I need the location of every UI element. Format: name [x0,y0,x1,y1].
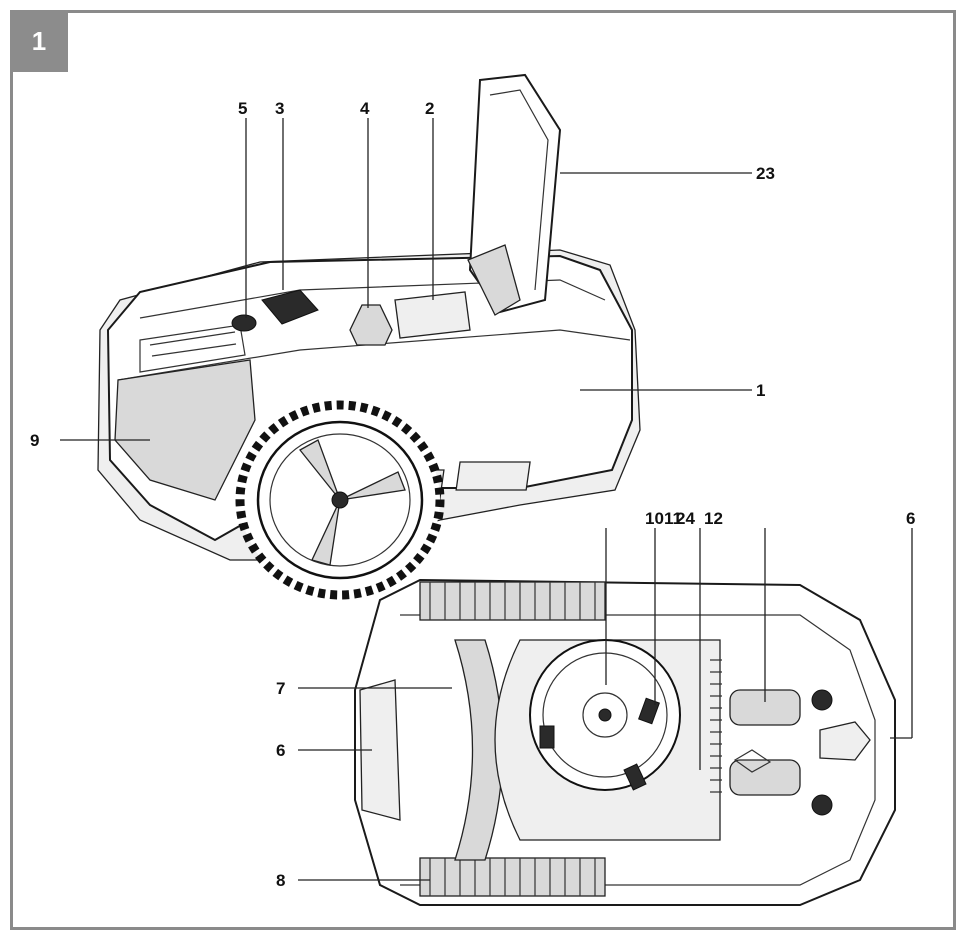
label-9: 9 [30,431,39,450]
blade-top-icon [638,697,660,725]
height-knob-icon [349,304,393,346]
display-panel-icon [261,289,319,325]
label-23: 23 [756,164,775,183]
rear-wheel [235,400,445,600]
label-8: 8 [276,871,285,890]
label-3: 3 [275,99,284,118]
blade-left-icon [539,725,555,749]
label-11: 11 [664,509,682,528]
label-6-left: 6 [276,741,285,760]
label-12: 12 [704,509,723,528]
rear-wheel-bottom [419,857,606,897]
rear-wheel-top [419,581,606,621]
label-1: 1 [756,381,765,400]
label-10: 10 [645,509,664,528]
figure-number: 1 [31,25,47,56]
figure-number-badge: 1 [10,10,68,72]
stop-button-icon [231,314,257,332]
open-lid [467,73,562,316]
label-6-right: 6 [906,509,915,528]
callout-labels: 5 3 4 2 23 1 9 10 11 24 12 6 7 6 8 [30,99,915,890]
label-4: 4 [360,99,370,118]
label-24: 24 [676,509,695,528]
label-2: 2 [425,99,434,118]
label-5: 5 [238,99,247,118]
label-7: 7 [276,679,285,698]
mower-bottom-view [354,578,896,906]
leader-lines [60,118,913,881]
mower-top-view [97,73,641,600]
charging-contacts [819,721,871,761]
blade-bottom-icon [623,763,647,791]
